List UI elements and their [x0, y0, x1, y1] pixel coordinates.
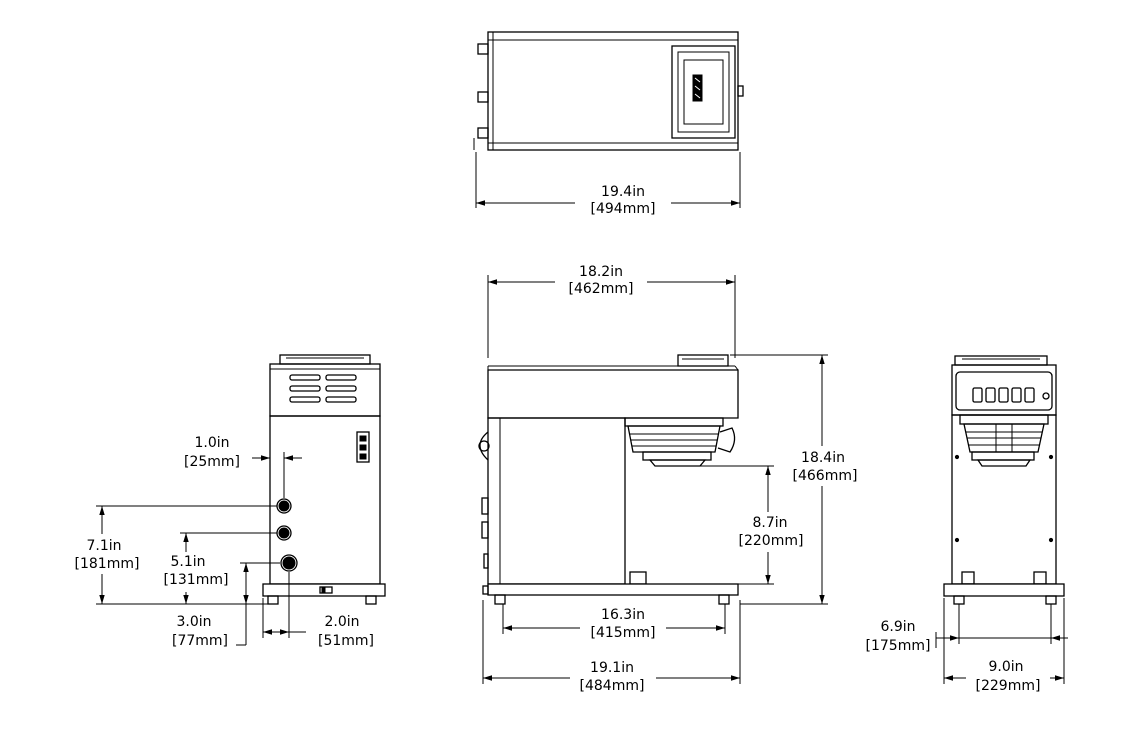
- dim-funnel-clearance: 8.7in [220mm]: [676, 465, 812, 585]
- brand-logo: [692, 74, 703, 102]
- front-buttons: [972, 387, 1050, 403]
- dim-side-height-inch: 18.4in: [801, 450, 845, 466]
- dim-mid-fitting: 5.1in [131mm]: [152, 532, 277, 604]
- dim-mid-fitting-mm: [131mm]: [164, 572, 229, 588]
- dim-front-width: 9.0in [229mm]: [943, 598, 1065, 695]
- dim-side-top-width: 18.2in [462mm]: [487, 261, 736, 358]
- dim-upper-fitting-inch: 7.1in: [86, 538, 121, 554]
- front-control-panel: [955, 371, 1053, 411]
- dim-feet-span-inch: 16.3in: [601, 607, 645, 623]
- front-funnel: [959, 414, 1049, 467]
- dim-funnel-clearance-inch: 8.7in: [752, 515, 787, 531]
- dim-top-width-mm: [494mm]: [591, 201, 656, 217]
- dim-side-height-mm: [466mm]: [793, 468, 858, 484]
- rear-low-fitting: [282, 556, 296, 570]
- rear-top-housing: [269, 363, 381, 417]
- rear-label-plate: [356, 431, 370, 463]
- dim-side-height: 18.4in [466mm]: [730, 354, 864, 605]
- dim-low-fitting-inch: 3.0in: [176, 614, 211, 630]
- dim-low-fitting: 3.0in [77mm]: [172, 562, 280, 649]
- power-switch-icon: [1042, 392, 1050, 400]
- dim-feet-span-mm: [415mm]: [591, 625, 656, 641]
- side-top-housing: [487, 369, 739, 419]
- dim-upper-fitting: 7.1in [181mm]: [68, 505, 277, 605]
- side-view: [478, 354, 739, 605]
- dim-funnel-clearance-mm: [220mm]: [739, 533, 804, 549]
- top-view: [473, 31, 744, 151]
- dim-front-feet-span-mm: [175mm]: [866, 638, 931, 654]
- side-funnel: [624, 417, 736, 467]
- dim-foot-offset: 2.0in [51mm]: [262, 572, 374, 649]
- dim-low-fitting-mm: [77mm]: [172, 633, 228, 649]
- dim-mid-fitting-inch: 5.1in: [170, 554, 205, 570]
- dim-base-length: 19.1in [484mm]: [482, 600, 741, 696]
- top-lid-panel: [671, 45, 736, 139]
- dim-side-top-width-mm: [462mm]: [569, 281, 634, 297]
- dim-top-width: 19.4in [494mm]: [475, 152, 741, 218]
- rear-upper-fitting: [278, 500, 290, 512]
- dim-back-offset: 1.0in [25mm]: [184, 435, 302, 498]
- side-column: [487, 417, 626, 585]
- dim-front-width-inch: 9.0in: [988, 659, 1023, 675]
- dim-base-length-inch: 19.1in: [590, 660, 634, 676]
- rear-vents: [289, 374, 357, 403]
- dim-base-length-mm: [484mm]: [580, 678, 645, 694]
- dim-upper-fitting-mm: [181mm]: [75, 556, 140, 572]
- dim-foot-offset-inch: 2.0in: [324, 614, 359, 630]
- dim-top-width-inch: 19.4in: [601, 184, 645, 200]
- dim-front-feet-span-inch: 6.9in: [880, 619, 915, 635]
- side-base: [487, 583, 739, 596]
- dim-feet-span: 16.3in [415mm]: [502, 604, 726, 644]
- front-base: [943, 583, 1065, 597]
- rear-view: [262, 354, 386, 605]
- dim-foot-offset-mm: [51mm]: [318, 633, 374, 649]
- dim-front-width-mm: [229mm]: [976, 678, 1041, 694]
- dim-side-top-width-inch: 18.2in: [579, 264, 623, 280]
- dim-front-feet-span: 6.9in [175mm]: [866, 604, 1068, 654]
- dim-back-offset-mm: [25mm]: [184, 454, 240, 470]
- dim-back-offset-inch: 1.0in: [194, 435, 229, 451]
- rear-mid-fitting: [278, 527, 290, 539]
- front-view: [943, 355, 1065, 605]
